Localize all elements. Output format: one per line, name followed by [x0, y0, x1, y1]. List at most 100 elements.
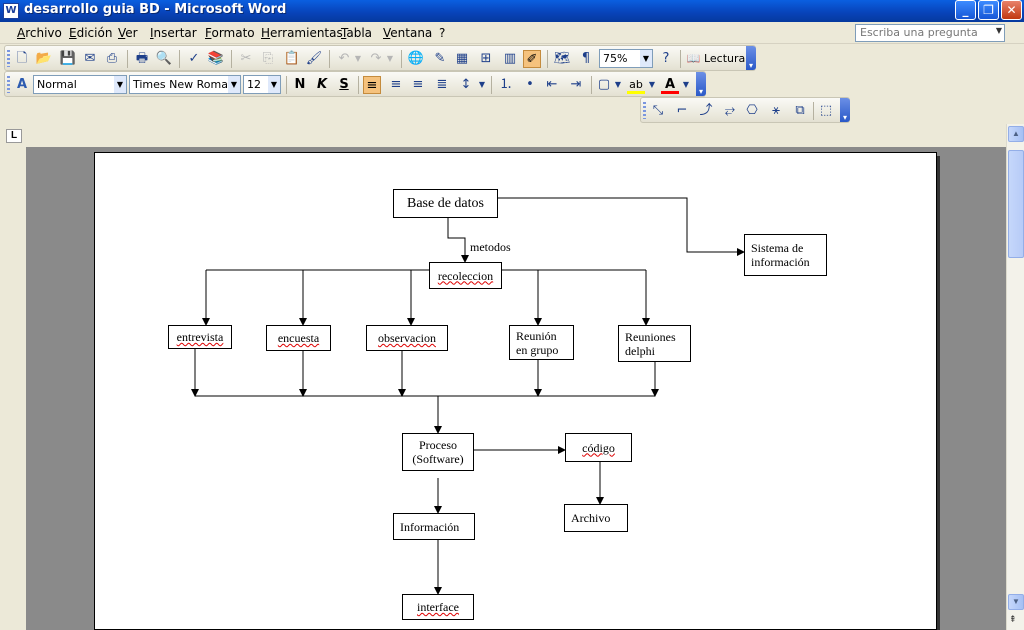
menu-formato[interactable]: Formato	[205, 26, 255, 40]
node-base-de-datos[interactable]: Base de datos	[393, 189, 498, 218]
node-informacion[interactable]: Información	[393, 513, 475, 540]
copy-icon[interactable]: ⎘	[262, 51, 274, 66]
drawing-toggle-icon[interactable]: ✐	[523, 50, 541, 68]
vertical-scrollbar[interactable]: ▲ ▼ ⇞	[1006, 124, 1024, 630]
toolbar-options-icon[interactable]: ▾	[746, 46, 756, 70]
menu-archivo[interactable]: Archivo	[17, 26, 62, 40]
toolbar-grip[interactable]	[643, 102, 646, 119]
chevron-down-icon[interactable]: ▼	[682, 80, 690, 89]
styles-icon[interactable]: A	[16, 77, 28, 92]
format-painter-icon[interactable]: 🖌	[305, 51, 323, 66]
menu-edicion[interactable]: Edición	[69, 26, 113, 40]
italic-button[interactable]: K	[316, 77, 328, 92]
minimize-button[interactable]: _	[955, 0, 976, 20]
node-reunion-en-grupo[interactable]: Reunión en grupo	[509, 325, 574, 360]
restore-button[interactable]: ❐	[978, 0, 999, 20]
straight-connector-icon[interactable]: ⤡	[652, 103, 664, 118]
menu-herramientas[interactable]: Herramientas	[261, 26, 343, 40]
align-center-icon[interactable]: ≡	[390, 77, 402, 92]
chevron-down-icon[interactable]: ▼	[614, 80, 622, 89]
chevron-down-icon[interactable]: ▼	[648, 80, 656, 89]
paste-icon[interactable]: 📋	[283, 51, 301, 66]
underline-button[interactable]: S	[339, 77, 349, 92]
show-formatting-icon[interactable]: ¶	[581, 51, 591, 66]
document-map-icon[interactable]: 🗺	[553, 51, 571, 66]
menu-ver[interactable]: Ver	[118, 26, 138, 40]
node-encuesta[interactable]: encuesta	[266, 325, 331, 351]
justify-icon[interactable]: ≣	[436, 77, 448, 92]
chevron-down-icon[interactable]: ▼	[228, 76, 240, 93]
scroll-up-icon[interactable]: ▲	[1008, 126, 1024, 142]
elbow-connector-icon[interactable]: ⌐	[676, 103, 688, 118]
shape-arrange-icon[interactable]: ⚹	[772, 103, 780, 118]
font-select[interactable]: Times New Roman ▼	[129, 75, 241, 94]
zoom-select[interactable]: 75% ▼	[599, 49, 653, 68]
columns-icon[interactable]: ▥	[503, 51, 517, 66]
reroute-connector-icon[interactable]: ⥂	[724, 103, 736, 118]
toolbar-grip[interactable]	[7, 50, 10, 67]
close-button[interactable]: ✕	[1001, 0, 1022, 20]
node-interface[interactable]: interface	[402, 594, 474, 620]
bullets-icon[interactable]: •	[526, 77, 534, 92]
decrease-indent-icon[interactable]: ⇤	[546, 77, 558, 92]
help-question-input[interactable]: Escriba una pregunta ▼	[855, 24, 1005, 42]
scroll-thumb[interactable]	[1008, 150, 1024, 258]
tables-borders-icon[interactable]: ✎	[434, 51, 446, 66]
undo-icon[interactable]: ↶	[338, 51, 350, 66]
node-codigo[interactable]: código	[565, 433, 632, 462]
menu-insertar[interactable]: Insertar	[150, 26, 197, 40]
print-icon[interactable]: 🖶	[135, 51, 149, 66]
canvas-fit-icon[interactable]: ⬚	[819, 103, 833, 118]
chevron-down-icon[interactable]: ▼	[640, 50, 652, 67]
hyperlink-icon[interactable]: 🌐	[407, 51, 425, 66]
node-proceso-software[interactable]: Proceso (Software)	[402, 433, 474, 471]
new-document-icon[interactable]: 🗋	[16, 51, 28, 66]
redo-icon[interactable]: ↷	[370, 51, 382, 66]
research-icon[interactable]: 📚	[207, 51, 225, 66]
permission-icon[interactable]: ✉	[84, 51, 96, 66]
chevron-down-icon[interactable]: ▼	[354, 54, 362, 63]
chevron-down-icon[interactable]: ▼	[268, 76, 280, 93]
chevron-down-icon[interactable]: ▼	[478, 80, 486, 89]
font-size-select[interactable]: 12 ▼	[243, 75, 281, 94]
align-left-icon[interactable]: ≡	[363, 76, 381, 94]
toolbar-grip[interactable]	[7, 76, 10, 93]
cut-icon[interactable]: ✂	[240, 51, 252, 66]
toolbar-options-icon[interactable]: ▾	[696, 72, 706, 96]
align-right-icon[interactable]: ≡	[412, 77, 424, 92]
menu-help[interactable]: ?	[439, 26, 446, 40]
group-shapes-icon[interactable]: ⧉	[795, 103, 805, 118]
spelling-icon[interactable]: ✓	[188, 51, 200, 66]
previous-page-icon[interactable]: ⇞	[1009, 614, 1017, 624]
menu-tabla[interactable]: Tabla	[341, 26, 373, 40]
open-folder-icon[interactable]: 📂	[35, 51, 53, 66]
numbering-icon[interactable]: ⒈	[499, 77, 513, 92]
insert-excel-icon[interactable]: ⊞	[480, 51, 492, 66]
font-color-button[interactable]: A	[661, 76, 679, 94]
print-preview-icon[interactable]: 🔍	[155, 51, 173, 66]
curved-connector-icon[interactable]: ⤴	[699, 103, 713, 118]
toolbar-options-icon[interactable]: ▾	[840, 98, 850, 122]
word-app-icon[interactable]: W	[3, 3, 19, 19]
bold-button[interactable]: N	[294, 77, 306, 92]
scroll-down-icon[interactable]: ▼	[1008, 594, 1024, 610]
node-observacion[interactable]: observacion	[366, 325, 448, 351]
highlight-button[interactable]: ab	[627, 76, 645, 94]
save-icon[interactable]: 💾	[59, 51, 77, 66]
node-entrevista[interactable]: entrevista	[168, 325, 232, 349]
borders-icon[interactable]: ▢	[597, 77, 611, 92]
help-icon[interactable]: ?	[662, 51, 670, 66]
flowchart-shape-icon[interactable]: ⎔	[746, 103, 758, 118]
node-recoleccion[interactable]: recoleccion	[429, 262, 502, 289]
tab-selector[interactable]: L	[6, 129, 22, 143]
insert-table-icon[interactable]: ▦	[455, 51, 469, 66]
chevron-down-icon[interactable]: ▼	[386, 54, 394, 63]
node-sistema-informacion[interactable]: Sistema de información	[744, 234, 827, 276]
line-spacing-icon[interactable]: ↕	[460, 77, 472, 92]
menu-ventana[interactable]: Ventana	[383, 26, 433, 40]
style-select[interactable]: Normal ▼	[33, 75, 127, 94]
chevron-down-icon[interactable]: ▼	[114, 76, 126, 93]
document-page[interactable]	[94, 152, 937, 630]
increase-indent-icon[interactable]: ⇥	[570, 77, 582, 92]
node-archivo[interactable]: Archivo	[564, 504, 628, 532]
